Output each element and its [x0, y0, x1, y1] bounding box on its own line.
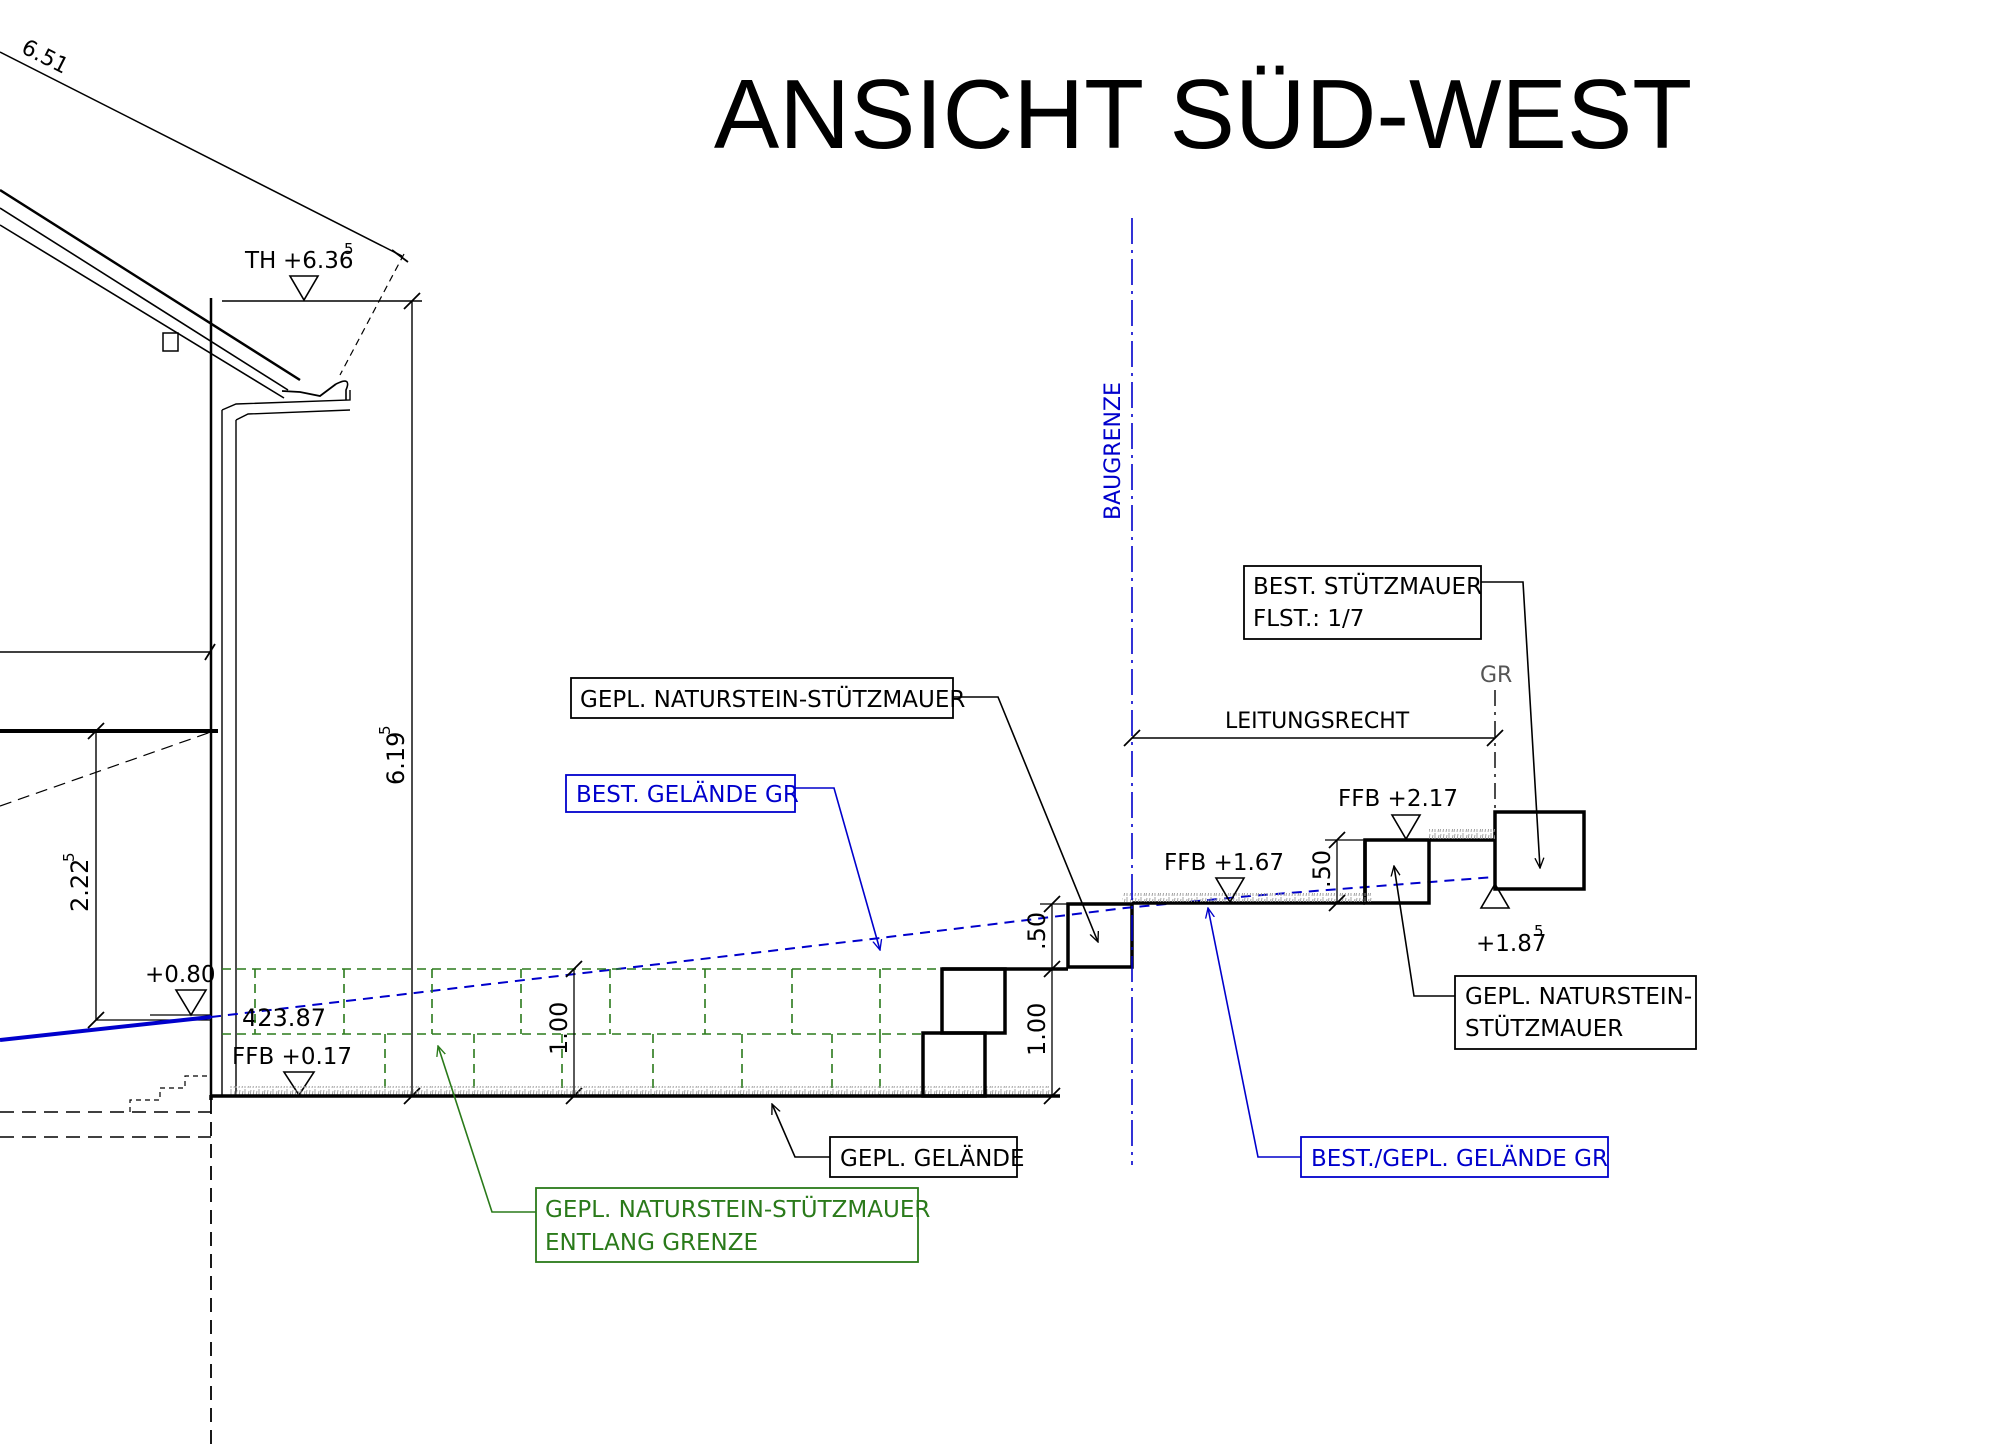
baugrenze-label: BAUGRENZE	[1101, 382, 1126, 520]
grass-hatch-lower	[230, 1086, 1050, 1095]
callout-boundary-wall-line2: ENTLANG GRENZE	[545, 1230, 758, 1256]
height-222-label: 2.22	[66, 859, 94, 912]
callout-planned-wall-mid: GEPL. NATURSTEIN-STÜTZMAUER	[570, 677, 1098, 942]
callout-planned-wall-right-line2: STÜTZMAUER	[1465, 1014, 1623, 1042]
th-label: TH	[244, 248, 276, 274]
callout-existing-planned-terrain-text: BEST./GEPL. GELÄNDE GR	[1311, 1144, 1608, 1172]
ffb-mid-marker: FFB +1.67	[1164, 850, 1284, 904]
th-value: +6.36	[283, 248, 353, 274]
ffb-mid-label: FFB +1.67	[1164, 850, 1284, 876]
leitungsrecht-label: LEITUNGSRECHT	[1225, 709, 1410, 734]
step-total-label: 1.00	[1023, 1003, 1051, 1056]
callout-existing-wall-line2: FLST.: 1/7	[1253, 606, 1364, 632]
callout-existing-wall-line1: BEST. STÜTZMAUER	[1253, 572, 1482, 600]
roof-length-label: 6.51	[17, 35, 72, 80]
callout-boundary-wall-line1: GEPL. NATURSTEIN-STÜTZMAUER	[545, 1195, 930, 1223]
height-dimension-619: 6.19 5	[376, 292, 421, 1105]
step-dimensions: 1.00 .50 .50	[1023, 831, 1365, 1105]
interior-floors	[0, 643, 218, 1452]
callout-planned-wall-mid-text: GEPL. NATURSTEIN-STÜTZMAUER	[580, 685, 965, 713]
wall-height-dimension: 1.00	[545, 960, 583, 1105]
height-619-sup: 5	[376, 725, 394, 735]
level-080-label: +0.80	[145, 962, 215, 988]
callout-planned-terrain-text: GEPL. GELÄNDE	[840, 1144, 1025, 1172]
callout-planned-terrain: GEPL. GELÄNDE	[772, 1104, 1025, 1178]
existing-terrain-line	[0, 1015, 212, 1042]
th-value-sup: 5	[344, 240, 354, 258]
planned-boundary-wall	[222, 968, 940, 1097]
height-222-sup: 5	[60, 852, 78, 862]
height-619-label: 6.19	[382, 732, 410, 785]
wall-height-label: 1.00	[545, 1002, 573, 1055]
step-upper-label: .50	[1023, 912, 1051, 950]
drawing-title: ANSICHT SÜD-WEST	[714, 59, 1692, 169]
callout-planned-wall-right: GEPL. NATURSTEIN- STÜTZMAUER	[1394, 866, 1697, 1050]
stepped-stone-wall	[921, 810, 1586, 1098]
level-080-marker: +0.80	[145, 962, 215, 1017]
callout-existing-terrain-text: BEST. GELÄNDE GR	[576, 780, 799, 808]
roof-length-dimension: 6.51	[0, 35, 409, 376]
gr-level-label: +1.87	[1476, 931, 1546, 957]
callout-planned-wall-right-line1: GEPL. NATURSTEIN-	[1465, 984, 1692, 1010]
callout-existing-terrain: BEST. GELÄNDE GR	[565, 774, 880, 950]
ffb-right-label: FFB +2.17	[1338, 786, 1458, 812]
house-wall	[209, 298, 351, 1100]
callout-existing-wall: BEST. STÜTZMAUER FLST.: 1/7	[1243, 565, 1540, 868]
gr-level-marker: +1.87 5	[1476, 882, 1546, 957]
building-boundary: BAUGRENZE	[1101, 218, 1133, 1165]
roof	[0, 188, 349, 400]
ffb-right-marker: FFB +2.17	[1338, 786, 1458, 841]
easement-dimension: LEITUNGSRECHT GR	[1123, 663, 1512, 812]
gr-level-sup: 5	[1534, 922, 1544, 940]
callout-existing-planned-terrain: BEST./GEPL. GELÄNDE GR	[1208, 908, 1609, 1178]
right-step-label: .50	[1308, 850, 1336, 888]
ffb-house-marker: FFB +0.17	[232, 1044, 352, 1097]
th-level-marker: TH +6.36 5	[222, 240, 422, 302]
ffb-house-label: FFB +0.17	[232, 1044, 352, 1070]
grass-hatch-middle	[1122, 893, 1372, 902]
existing-terrain-dashed	[210, 876, 1496, 1018]
grass-hatch-upper	[1429, 829, 1495, 839]
absolute-height: 423.87	[242, 1004, 326, 1032]
gr-label: GR	[1480, 663, 1512, 688]
callout-boundary-wall: GEPL. NATURSTEIN-STÜTZMAUER ENTLANG GREN…	[438, 1046, 930, 1263]
